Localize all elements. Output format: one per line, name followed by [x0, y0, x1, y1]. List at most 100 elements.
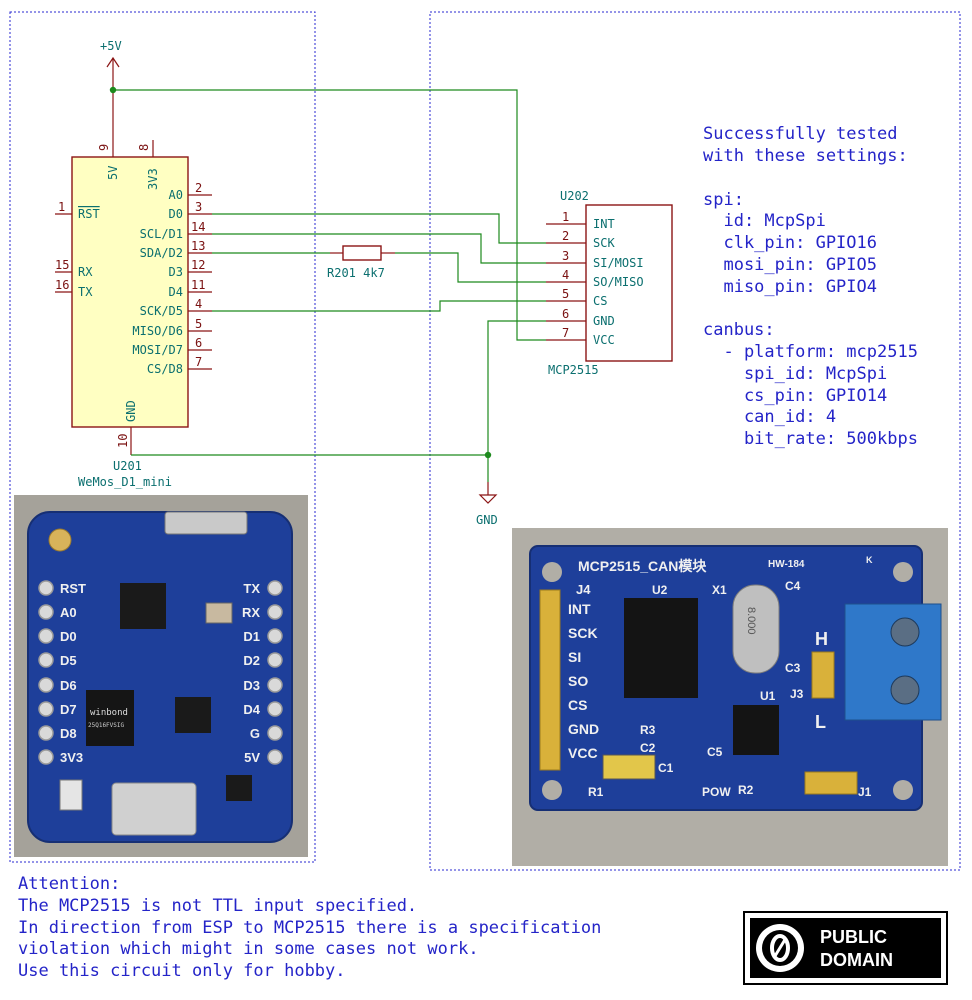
wemos-pad [267, 604, 283, 620]
attention-line: violation which might in some cases not … [18, 939, 479, 959]
wemos-flash-label: winbond [90, 708, 128, 718]
u201-symbol: 9 8 5V 3V3 1 15 16 RST RX TX 2 3 14 1 [55, 90, 212, 489]
junction-dot [484, 451, 492, 459]
u201-pin-8-name: 3V3 [146, 168, 160, 190]
config-line: - platform: mcp2515 [703, 342, 918, 362]
wire-gnd-mcp [487, 320, 546, 482]
wemos-label: D8 [60, 726, 77, 741]
wemos-switch [59, 779, 83, 811]
config-line: id: McpSpi [703, 211, 826, 231]
u202-pin-num: 1 [562, 210, 569, 224]
wemos-label: D4 [243, 702, 260, 717]
wemos-pad [267, 725, 283, 741]
u201-pin-num: 14 [191, 220, 205, 234]
mcp-r1-label: R1 [588, 785, 604, 799]
config-line: bit_rate: 500kbps [703, 429, 918, 449]
wemos-label: D6 [60, 678, 77, 693]
u202-pin-name: GND [593, 314, 615, 328]
u202-pin-num: 6 [562, 307, 569, 321]
mcp-r2-label: R2 [738, 783, 754, 797]
mcp-terminal-block [844, 603, 942, 721]
mcp-terminal-screw [890, 617, 920, 647]
u201-pin-num: 13 [191, 239, 205, 253]
config-line: spi_id: McpSpi [703, 364, 887, 384]
wemos-label: 3V3 [60, 750, 83, 765]
mcp-u1-chip [733, 705, 779, 755]
u202-pin-num: 4 [562, 268, 569, 282]
u202-symbol: U202 1 2 3 4 5 6 7 INT SCK SI/MOSI SO/MI… [546, 189, 673, 377]
mcp-pin-label: GND [568, 721, 599, 737]
mcp-terminal-screw [890, 675, 920, 705]
u201-pin-name: D0 [169, 207, 183, 221]
mcp-c5-label: C5 [707, 745, 723, 759]
vcc-power-symbol: +5V [100, 39, 122, 90]
wire-r201-miso [395, 252, 546, 283]
u201-pin-9-num: 9 [97, 144, 111, 151]
mcp-mount-hole [893, 562, 913, 582]
u201-pin-num: 6 [195, 336, 202, 350]
mcp-model: HW-184 [768, 559, 805, 570]
r201-resistor: R201 4k7 [327, 245, 395, 280]
wire-d1-mosi [212, 233, 546, 264]
u201-pin-name: A0 [169, 188, 183, 202]
u202-pin-name: INT [593, 217, 615, 231]
u201-pin-name: MISO/D6 [132, 324, 183, 338]
u202-pin-name: VCC [593, 333, 615, 347]
mcp-mount-hole [893, 780, 913, 800]
u201-pin-name: SCK/D5 [140, 304, 183, 318]
wemos-label: D0 [60, 629, 77, 644]
badge-line-2: DOMAIN [820, 950, 893, 970]
config-line: clk_pin: GPIO16 [703, 233, 877, 253]
wemos-regulator [226, 775, 252, 801]
config-line: canbus: [703, 320, 775, 340]
mcp-header-label: J4 [576, 582, 591, 597]
wemos-label: D1 [243, 629, 260, 644]
mcp-title: MCP2515_CAN模块 [578, 558, 707, 574]
mcp-pin-label: CS [568, 697, 587, 713]
badge-line-1: PUBLIC [820, 927, 887, 947]
wemos-label: TX [243, 581, 260, 596]
u201-pin-15-num: 15 [55, 258, 69, 272]
wemos-pad [267, 628, 283, 644]
left-sheet-frame [9, 11, 316, 863]
u201-right-pins: 2 3 14 13 12 11 4 5 6 7 A0 D0 SCL/D1 SDA… [132, 181, 212, 376]
mcp-pin-label: VCC [568, 745, 598, 761]
mcp-pin-label: SI [568, 649, 581, 665]
config-line: cs_pin: GPIO14 [703, 386, 887, 406]
config-line: spi: [703, 190, 744, 210]
mcp-c2-label: C2 [640, 741, 656, 755]
u202-value: MCP2515 [548, 363, 599, 377]
u201-pin-num: 5 [195, 317, 202, 331]
attention-line: The MCP2515 is not TTL input specified. [18, 896, 417, 916]
u201-pin-num: 4 [195, 297, 202, 311]
wemos-label: 5V [244, 750, 260, 765]
u201-pin-num: 11 [191, 278, 205, 292]
u202-pin-name: SI/MOSI [593, 256, 644, 270]
u201-ref: U201 [113, 459, 142, 473]
wemos-usb-connector [111, 782, 197, 836]
mcp-crystal [732, 584, 780, 674]
wemos-flash-chip [86, 690, 134, 746]
u201-pin-10-num: 10 [116, 434, 130, 448]
wemos-antenna-pad [48, 528, 72, 552]
wemos-label: D7 [60, 702, 77, 717]
mcp-c1-capacitor [602, 754, 656, 780]
config-notes: Successfully tested with these settings:… [703, 124, 918, 449]
wemos-label: A0 [60, 605, 77, 620]
wemos-pad [38, 749, 54, 765]
wire-d5-cs [212, 300, 546, 312]
u202-ref: U202 [560, 189, 589, 203]
wemos-pad [267, 701, 283, 717]
config-line: Successfully tested [703, 124, 897, 144]
u201-pin-gnd-name: GND [124, 400, 138, 422]
wemos-pad [38, 628, 54, 644]
mcp-j1-label: J1 [858, 785, 872, 799]
u201-pin-8-num: 8 [137, 144, 151, 151]
u202-pin-num: 3 [562, 249, 569, 263]
mcp-k-label: K [866, 555, 873, 565]
wemos-pcb [27, 511, 293, 843]
mcp2515-photo: MCP2515_CAN模块 HW-184 K J4 INT SCK SI SO … [512, 528, 948, 866]
wemos-label: G [250, 726, 260, 741]
u201-pin-16-num: 16 [55, 278, 69, 292]
